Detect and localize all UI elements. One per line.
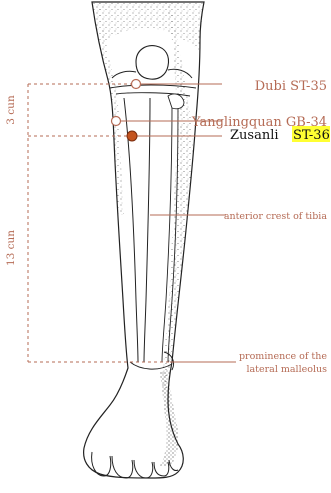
anterior-crest-label: anterior crest of tibia — [224, 211, 328, 222]
malleolus-label-line1: prominence of the — [239, 351, 327, 362]
zusanli-point — [127, 131, 137, 141]
zusanli-name: Zusanli — [230, 128, 279, 143]
zusanli-label: Zusanli ST-36 — [230, 128, 330, 143]
leg-illustration — [84, 2, 204, 478]
dubi-label: Dubi ST-35 — [255, 79, 327, 94]
zusanli-code: ST-36 — [293, 128, 330, 143]
measurement-13-cun: 13 cun — [5, 230, 17, 266]
yanglingquan-point — [112, 117, 121, 126]
malleolus-label-line2: lateral malleolus — [246, 364, 327, 375]
patella — [136, 46, 169, 80]
measurement-3-cun: 3 cun — [5, 95, 17, 125]
dubi-point — [132, 80, 141, 89]
